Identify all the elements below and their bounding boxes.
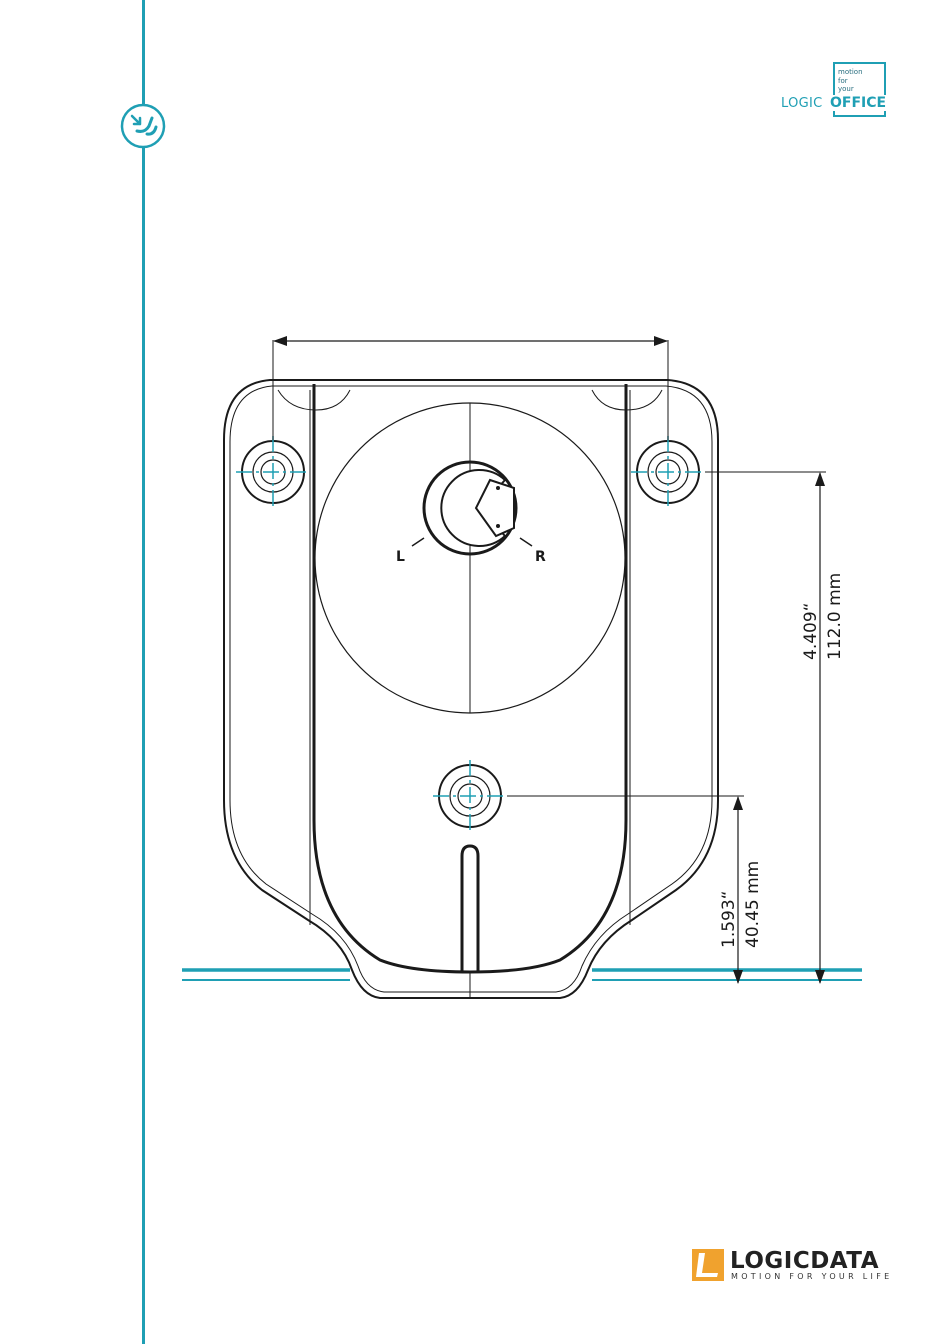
mounting-hole-left — [236, 436, 310, 510]
dim-hole-inches: 1.593“ — [719, 891, 739, 948]
cable-slot — [462, 846, 478, 972]
dim-height-inches: 4.409“ — [801, 603, 821, 660]
logicdata-mark-icon — [692, 1249, 724, 1281]
logicdata-tagline: MOTION FOR YOUR LIFE — [731, 1272, 892, 1281]
mounting-hole-right — [631, 436, 705, 510]
left-marker-line — [412, 538, 424, 546]
mounting-hole-bottom — [433, 760, 507, 834]
table-surface-lines — [182, 970, 862, 980]
label-left: L — [396, 549, 405, 565]
dim-height-mm: 112.0 mm — [825, 573, 845, 660]
dim-hole-mm: 40.45 mm — [743, 861, 763, 948]
label-right: R — [535, 549, 546, 565]
rotary-knob — [424, 462, 516, 554]
logicdata-name: LOGICDATA — [730, 1248, 879, 1274]
right-marker-line — [520, 538, 532, 546]
